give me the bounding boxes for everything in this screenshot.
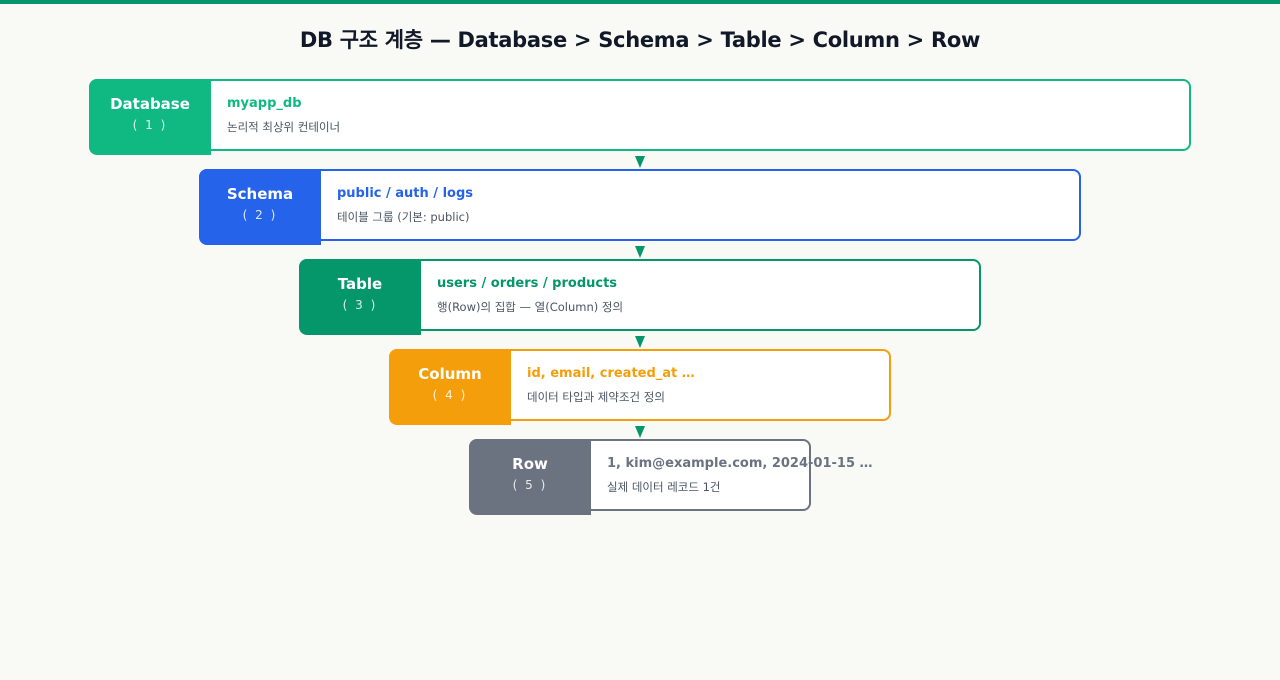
level-database-content: myapp_db 논리적 최상위 컨테이너 <box>227 95 340 135</box>
arrow-schema-table <box>635 246 645 258</box>
level-row-number: ( 5 ) <box>512 478 548 492</box>
level-row-sub: 실제 데이터 레코드 1건 <box>607 480 721 494</box>
level-table-content: users / orders / products 행(Row)의 집합 — 열… <box>437 275 623 315</box>
level-column-sub: 데이터 타입과 제약조건 정의 <box>527 390 665 404</box>
diagram-title: DB 구조 계층 — Database > Schema > Table > C… <box>299 28 981 52</box>
level-column-content: id, email, created_at … 데이터 타입과 제약조건 정의 <box>527 365 695 405</box>
level-schema-content: public / auth / logs 테이블 그룹 (기본: public) <box>337 185 473 225</box>
top-accent-bar <box>0 0 1280 4</box>
level-row-badge: Row ( 5 ) <box>469 439 591 515</box>
level-row-name: Row <box>512 455 548 473</box>
level-table: Table ( 3 ) users / orders / products 행(… <box>299 259 981 335</box>
level-table-badge: Table ( 3 ) <box>299 259 421 335</box>
level-table-main: users / orders / products <box>437 276 618 291</box>
level-table-name: Table <box>337 275 383 293</box>
arrow-table-column <box>635 336 645 348</box>
level-schema-sub: 테이블 그룹 (기본: public) <box>337 210 470 224</box>
level-schema: Schema ( 2 ) public / auth / logs 테이블 그룹… <box>199 169 1081 245</box>
level-row-main: 1, kim@example.com, 2024-01-15 … <box>607 456 873 471</box>
level-schema-number: ( 2 ) <box>242 208 278 222</box>
arrow-column-row <box>635 426 645 438</box>
level-database-sub: 논리적 최상위 컨테이너 <box>227 120 341 134</box>
level-database-name: Database <box>110 95 190 113</box>
arrow-database-schema <box>635 156 645 168</box>
level-row-content: 1, kim@example.com, 2024-01-15 … 실제 데이터 … <box>607 455 873 495</box>
level-schema-name: Schema <box>226 185 294 203</box>
level-database-number: ( 1 ) <box>132 118 168 132</box>
level-table-number: ( 3 ) <box>342 298 378 312</box>
level-column-number: ( 4 ) <box>432 388 468 402</box>
level-database-badge: Database ( 1 ) <box>89 79 211 155</box>
level-table-sub: 행(Row)의 집합 — 열(Column) 정의 <box>437 300 624 314</box>
level-column: Column ( 4 ) id, email, created_at … 데이터… <box>389 349 891 425</box>
level-row: Row ( 5 ) 1, kim@example.com, 2024-01-15… <box>469 439 873 515</box>
level-column-main: id, email, created_at … <box>527 366 695 381</box>
level-column-badge: Column ( 4 ) <box>389 349 511 425</box>
level-database-main: myapp_db <box>227 96 302 111</box>
level-column-name: Column <box>418 365 482 383</box>
level-database: Database ( 1 ) myapp_db 논리적 최상위 컨테이너 <box>89 79 1191 155</box>
level-schema-badge: Schema ( 2 ) <box>199 169 321 245</box>
level-schema-main: public / auth / logs <box>337 186 474 201</box>
